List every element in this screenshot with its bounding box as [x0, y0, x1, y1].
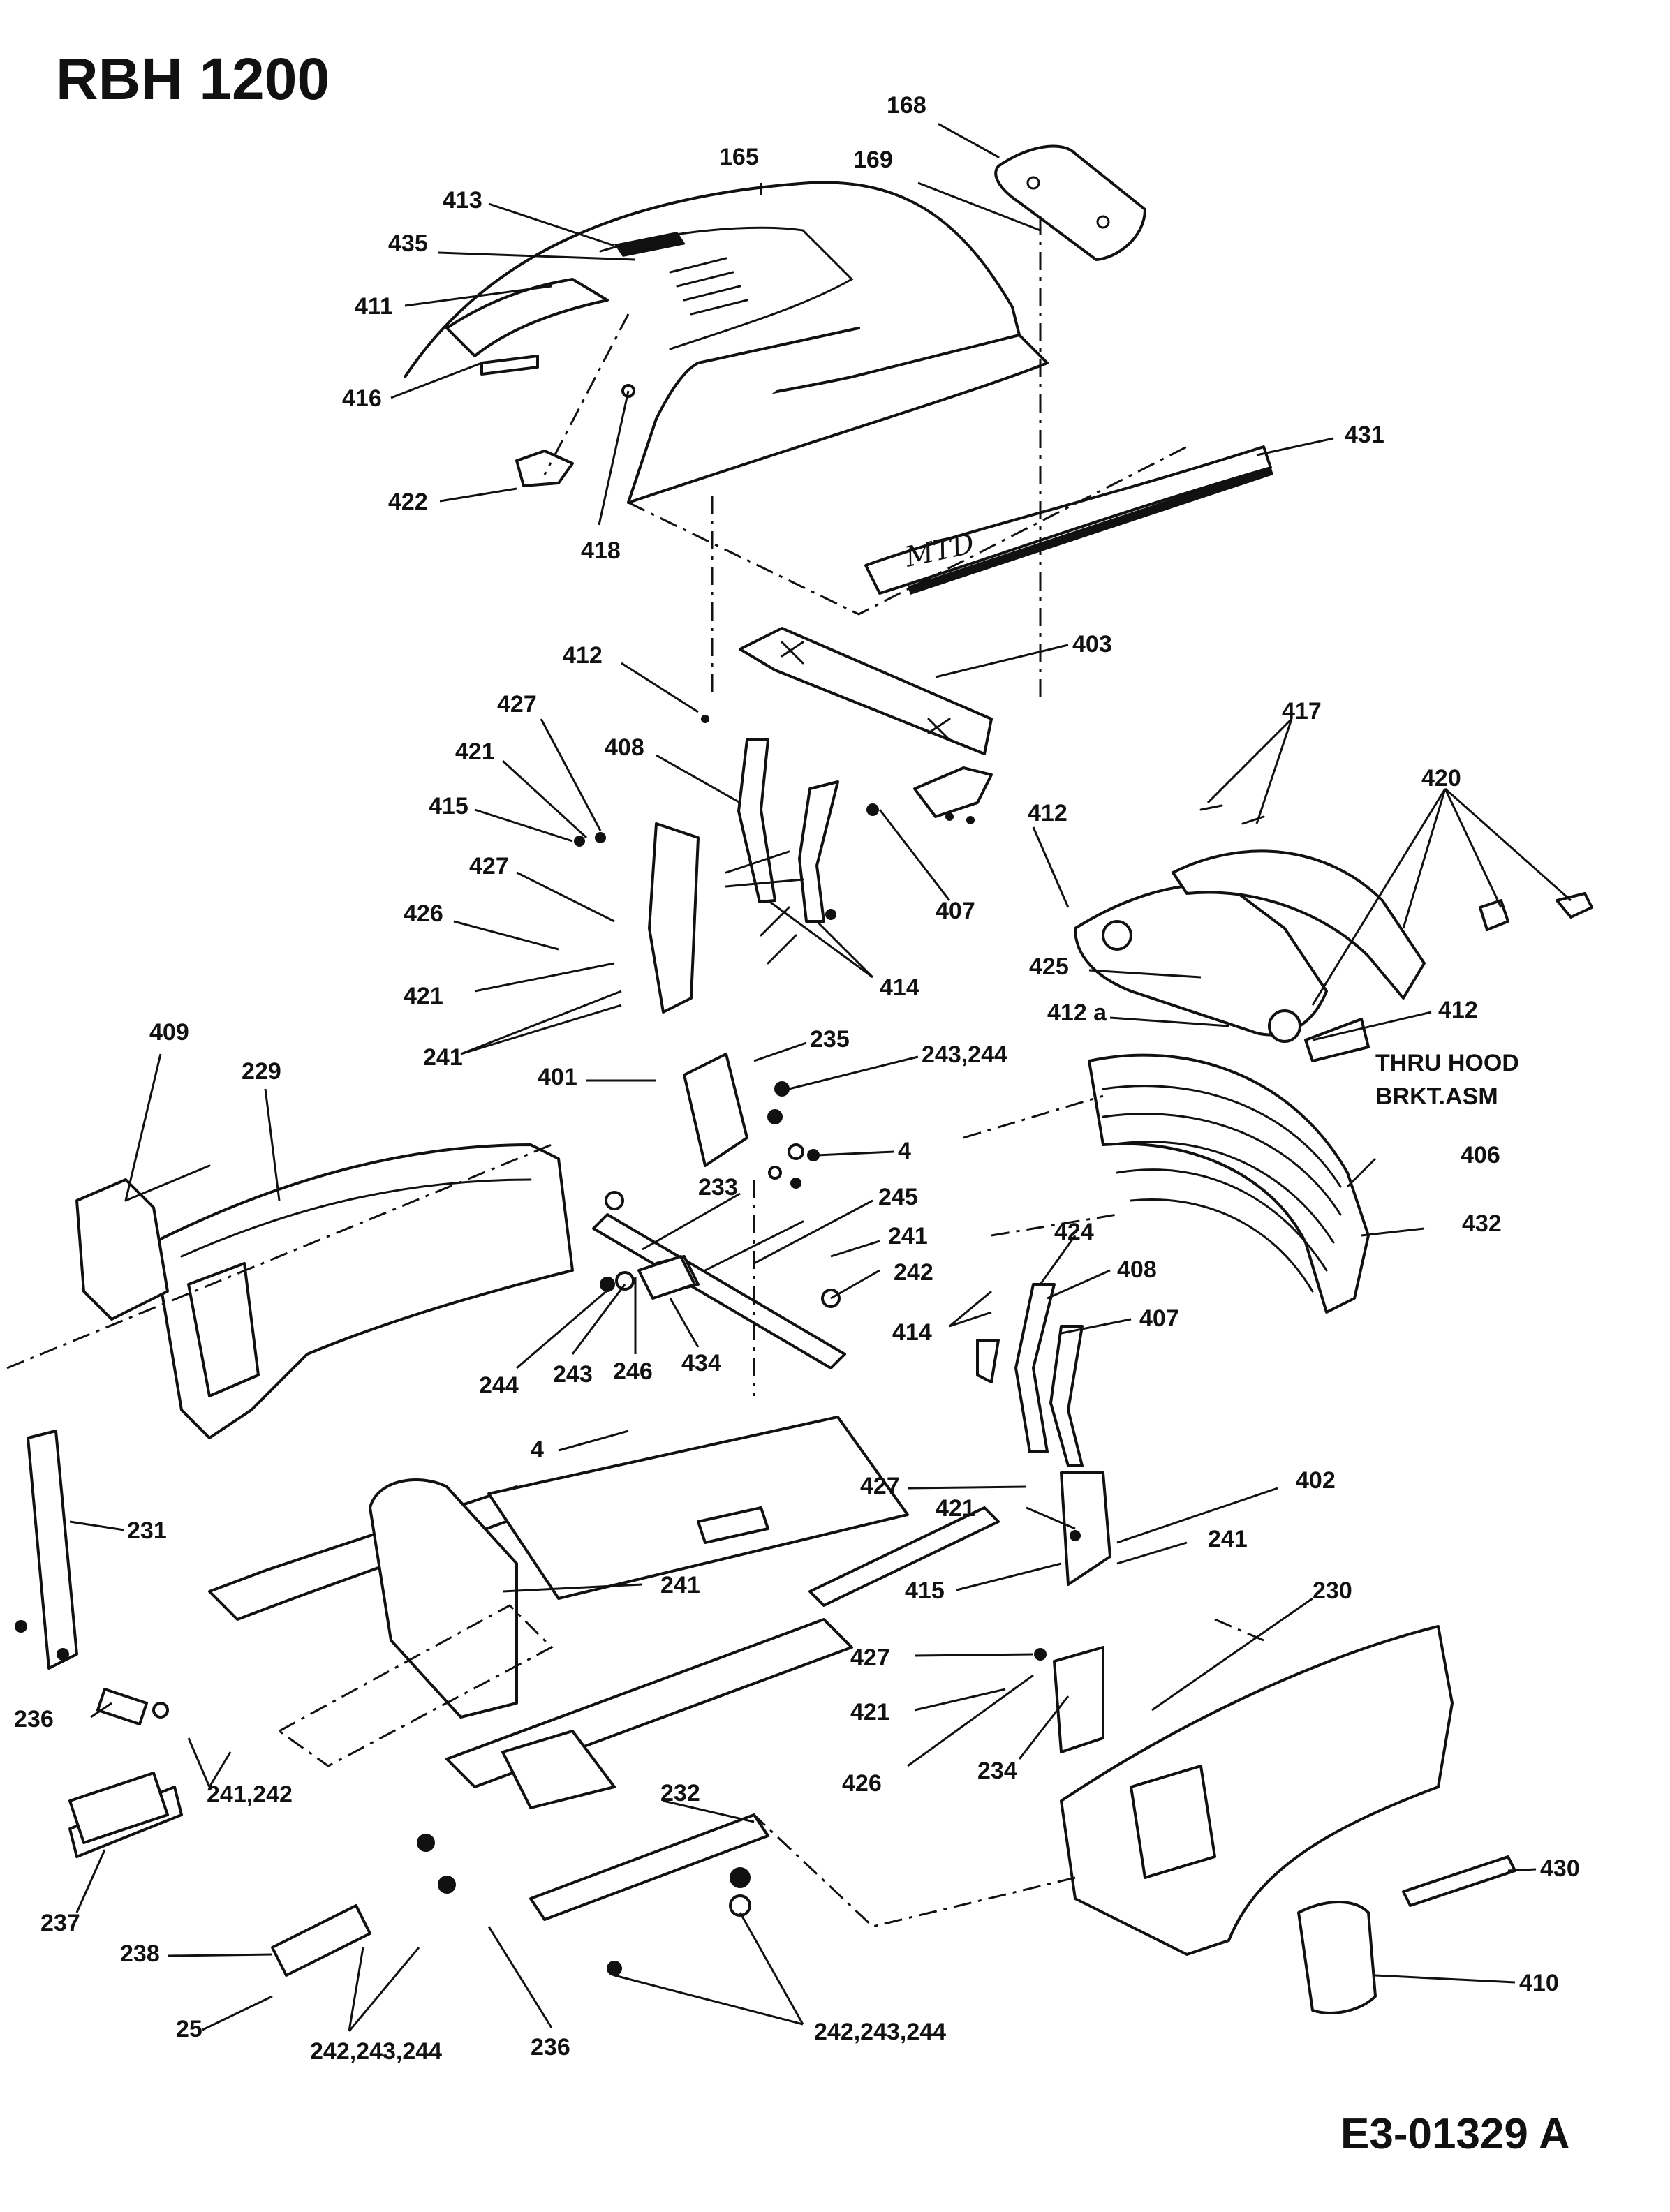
callout-403: 403: [1072, 631, 1112, 658]
hood-hinge-left: [574, 738, 879, 1014]
callout-25: 25: [176, 2016, 202, 2042]
callout-232: 232: [660, 1780, 700, 1806]
callout-4-lower: 4: [531, 1437, 544, 1463]
callout-241-rod: 241: [888, 1223, 928, 1249]
hood-assembly: [404, 181, 1049, 504]
hinge-mount-plate: [683, 1053, 820, 1189]
callout-421-bottom: 421: [850, 1699, 890, 1725]
callout-235: 235: [810, 1026, 850, 1053]
headlight-assembly: [1074, 804, 1593, 1062]
callout-427-mid: 427: [469, 853, 509, 879]
callout-427-top: 427: [497, 691, 537, 718]
callout-243: 243: [553, 1361, 593, 1388]
callout-414-lower: 414: [892, 1319, 932, 1346]
callout-431: 431: [1345, 422, 1384, 448]
callout-402: 402: [1296, 1467, 1336, 1494]
callout-417: 417: [1282, 698, 1322, 725]
callout-234: 234: [977, 1758, 1017, 1784]
callout-241-top: 241: [423, 1044, 463, 1071]
callout-413: 413: [443, 187, 482, 214]
tractor-frame: [208, 1416, 1000, 1809]
callout-238: 238: [120, 1940, 160, 1967]
callout-233: 233: [698, 1174, 738, 1201]
callout-236-left: 236: [14, 1706, 54, 1732]
callout-407-lower: 407: [1139, 1305, 1179, 1332]
callout-407-top: 407: [936, 898, 975, 924]
callout-245: 245: [878, 1184, 918, 1210]
callout-401: 401: [538, 1064, 577, 1090]
callout-241-242: 241,242: [207, 1781, 293, 1808]
front-grille: [1088, 1053, 1370, 1314]
callout-237: 237: [40, 1910, 80, 1936]
callout-412-hood-bracket: 412: [1438, 997, 1478, 1023]
callout-410: 410: [1519, 1970, 1559, 1996]
callout-229: 229: [242, 1058, 281, 1085]
callout-412-right: 412: [1028, 800, 1067, 826]
callout-242-243-244-right: 242,243,244: [814, 2019, 946, 2045]
callout-168: 168: [887, 92, 926, 119]
callout-418: 418: [581, 537, 621, 564]
leader-lines: [69, 181, 1572, 2032]
note-line-2: BRKT.ASM: [1375, 1083, 1498, 1110]
callout-236-bottom: 236: [531, 2034, 570, 2061]
callout-432: 432: [1462, 1210, 1502, 1237]
callout-4-top: 4: [898, 1138, 911, 1164]
hood-bumper-pad: [938, 123, 1146, 261]
front-axle-rail: [68, 1786, 769, 1977]
callout-412a: 412 a: [1047, 1000, 1107, 1026]
callout-409: 409: [149, 1019, 189, 1046]
callout-labels: 168 165 169 413 435 411 416 422 418 431 …: [14, 92, 1580, 2065]
callout-415-lower: 415: [905, 1578, 945, 1604]
diagram-title: RBH 1200: [56, 46, 330, 112]
callout-415-top: 415: [429, 793, 468, 819]
callout-426-bottom: 426: [842, 1770, 882, 1797]
callout-421-top: 421: [455, 738, 495, 765]
callout-241-frame: 241: [660, 1572, 700, 1598]
callout-422: 422: [388, 489, 428, 515]
left-side-panel: [75, 1143, 574, 1439]
callout-408-top: 408: [605, 734, 644, 761]
drawing-code: E3-01329 A: [1340, 2110, 1570, 2158]
hood-bracket: [701, 627, 993, 824]
note-line-1: THRU HOOD: [1375, 1050, 1519, 1076]
callout-420: 420: [1421, 765, 1461, 792]
callout-165: 165: [719, 144, 759, 170]
callout-244: 244: [479, 1372, 519, 1399]
callout-435: 435: [388, 230, 428, 257]
callout-421-lower: 421: [936, 1495, 975, 1522]
hood-decal: MTD: [864, 445, 1273, 595]
callout-242-243-244-left: 242,243,244: [310, 2038, 442, 2065]
callout-246: 246: [613, 1358, 653, 1385]
callout-425: 425: [1029, 953, 1069, 980]
callout-424: 424: [1054, 1219, 1094, 1245]
callout-411: 411: [355, 293, 393, 320]
callout-406: 406: [1461, 1142, 1500, 1168]
callout-230: 230: [1313, 1578, 1352, 1604]
assembly-lines: [6, 216, 1264, 1928]
callout-426-top: 426: [404, 900, 443, 927]
callout-169: 169: [853, 147, 893, 173]
callout-412-top: 412: [563, 642, 603, 669]
hood-brand-label: MTD: [902, 528, 977, 574]
hood-hinge-right: [976, 1283, 1111, 1753]
callout-242-rod: 242: [894, 1259, 933, 1286]
callout-430: 430: [1540, 1855, 1580, 1882]
callout-241-right: 241: [1208, 1526, 1248, 1552]
callout-427-bottom: 427: [850, 1645, 890, 1671]
callout-414-top: 414: [880, 974, 919, 1001]
callout-434: 434: [681, 1350, 721, 1376]
left-front-brackets: [15, 1430, 169, 1844]
callout-427-lower: 427: [860, 1473, 900, 1499]
callout-416: 416: [342, 385, 382, 412]
callout-408-lower: 408: [1117, 1256, 1157, 1283]
callout-231: 231: [127, 1517, 167, 1544]
panel-support-rod: [592, 1191, 846, 1369]
right-side-panel: [1060, 1625, 1516, 2014]
callout-243-244: 243,244: [922, 1041, 1007, 1068]
callout-421-mid: 421: [404, 983, 443, 1009]
